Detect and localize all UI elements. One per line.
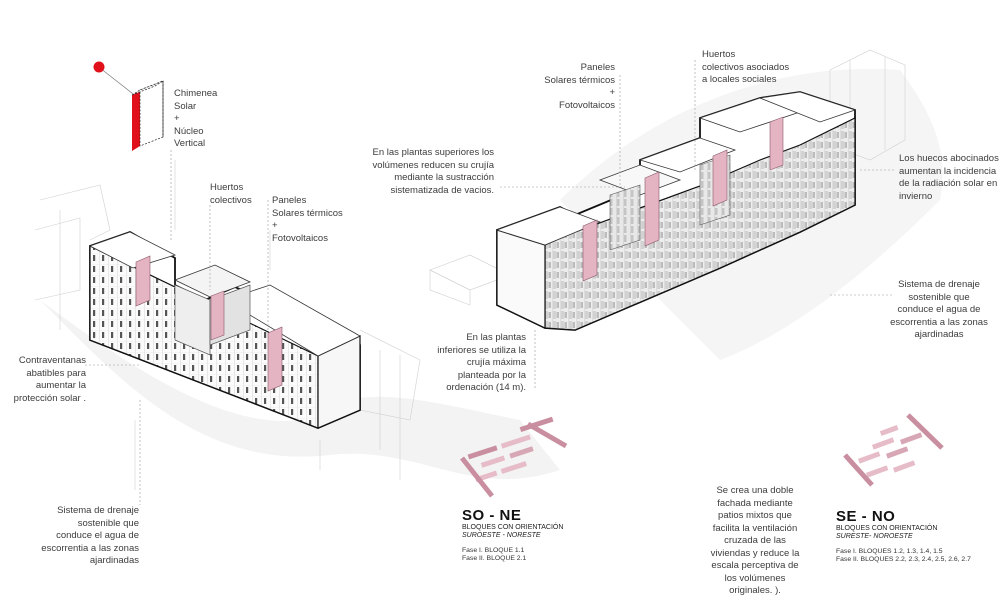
chimney-callout [93,61,164,151]
right-building [429,49,906,331]
legend-glyph-so-ne [460,416,568,498]
label-paneles-left: Paneles Solares térmicos + Fotovoltaicos [272,195,343,244]
legend-so-ne-subtitle: BLOQUES CON ORIENTACIÓN [462,524,564,531]
legend-se-no-subtitle: BLOQUES CON ORIENTACIÓN [836,525,938,532]
label-plantas-inferiores: En las plantas inferiores se utiliza la … [437,332,526,393]
label-huecos: Los huecos abocinados aumentan la incide… [899,153,999,202]
label-doble-fachada: Se crea una doble fachada mediante patio… [710,485,800,596]
label-huertos-right: Huertos colectivos asociados a locales s… [702,49,790,85]
label-plantas-superiores: En las plantas superiores los volúmenes … [372,147,494,196]
label-drenaje-right: Sistema de drenaje sostenible que conduc… [890,279,988,340]
label-drenaje-left: Sistema de drenaje sostenible que conduc… [41,505,139,566]
ghost-terrain-left [40,300,560,480]
legend-se-no-title: SE - NO [836,508,896,525]
legend-so-ne-title: SO - NE [462,507,522,524]
legend-glyph-se-no [843,413,944,487]
label-huertos-left: Huertos colectivos [210,182,252,206]
label-chimenea: Chimenea Solar + Núcleo Vertical [174,88,218,149]
leader-lines [85,60,895,505]
legend-se-no-phase2: Fase II. BLOQUES 2.2, 2.3, 2.4, 2.5, 2.6… [836,556,971,563]
left-building [34,160,421,490]
legend-so-ne-phase2: Fase II. BLOQUE 2.1 [462,555,527,562]
label-contraventanas: Contraventanas abatibles para aumentar l… [13,355,86,404]
legend-se-no-orientation: SURESTE- NOROESTE [836,533,913,540]
legend-se-no-phase1: Fase I. BLOQUES 1.2, 1.3, 1.4, 1.5 [836,548,943,555]
legend-so-ne-phase1: Fase I. BLOQUE 1.1 [462,547,525,554]
label-paneles-right: Paneles Solares térmicos + Fotovoltaicos [544,62,615,111]
legend-so-ne-orientation: SUROESTE - NORESTE [462,532,541,539]
